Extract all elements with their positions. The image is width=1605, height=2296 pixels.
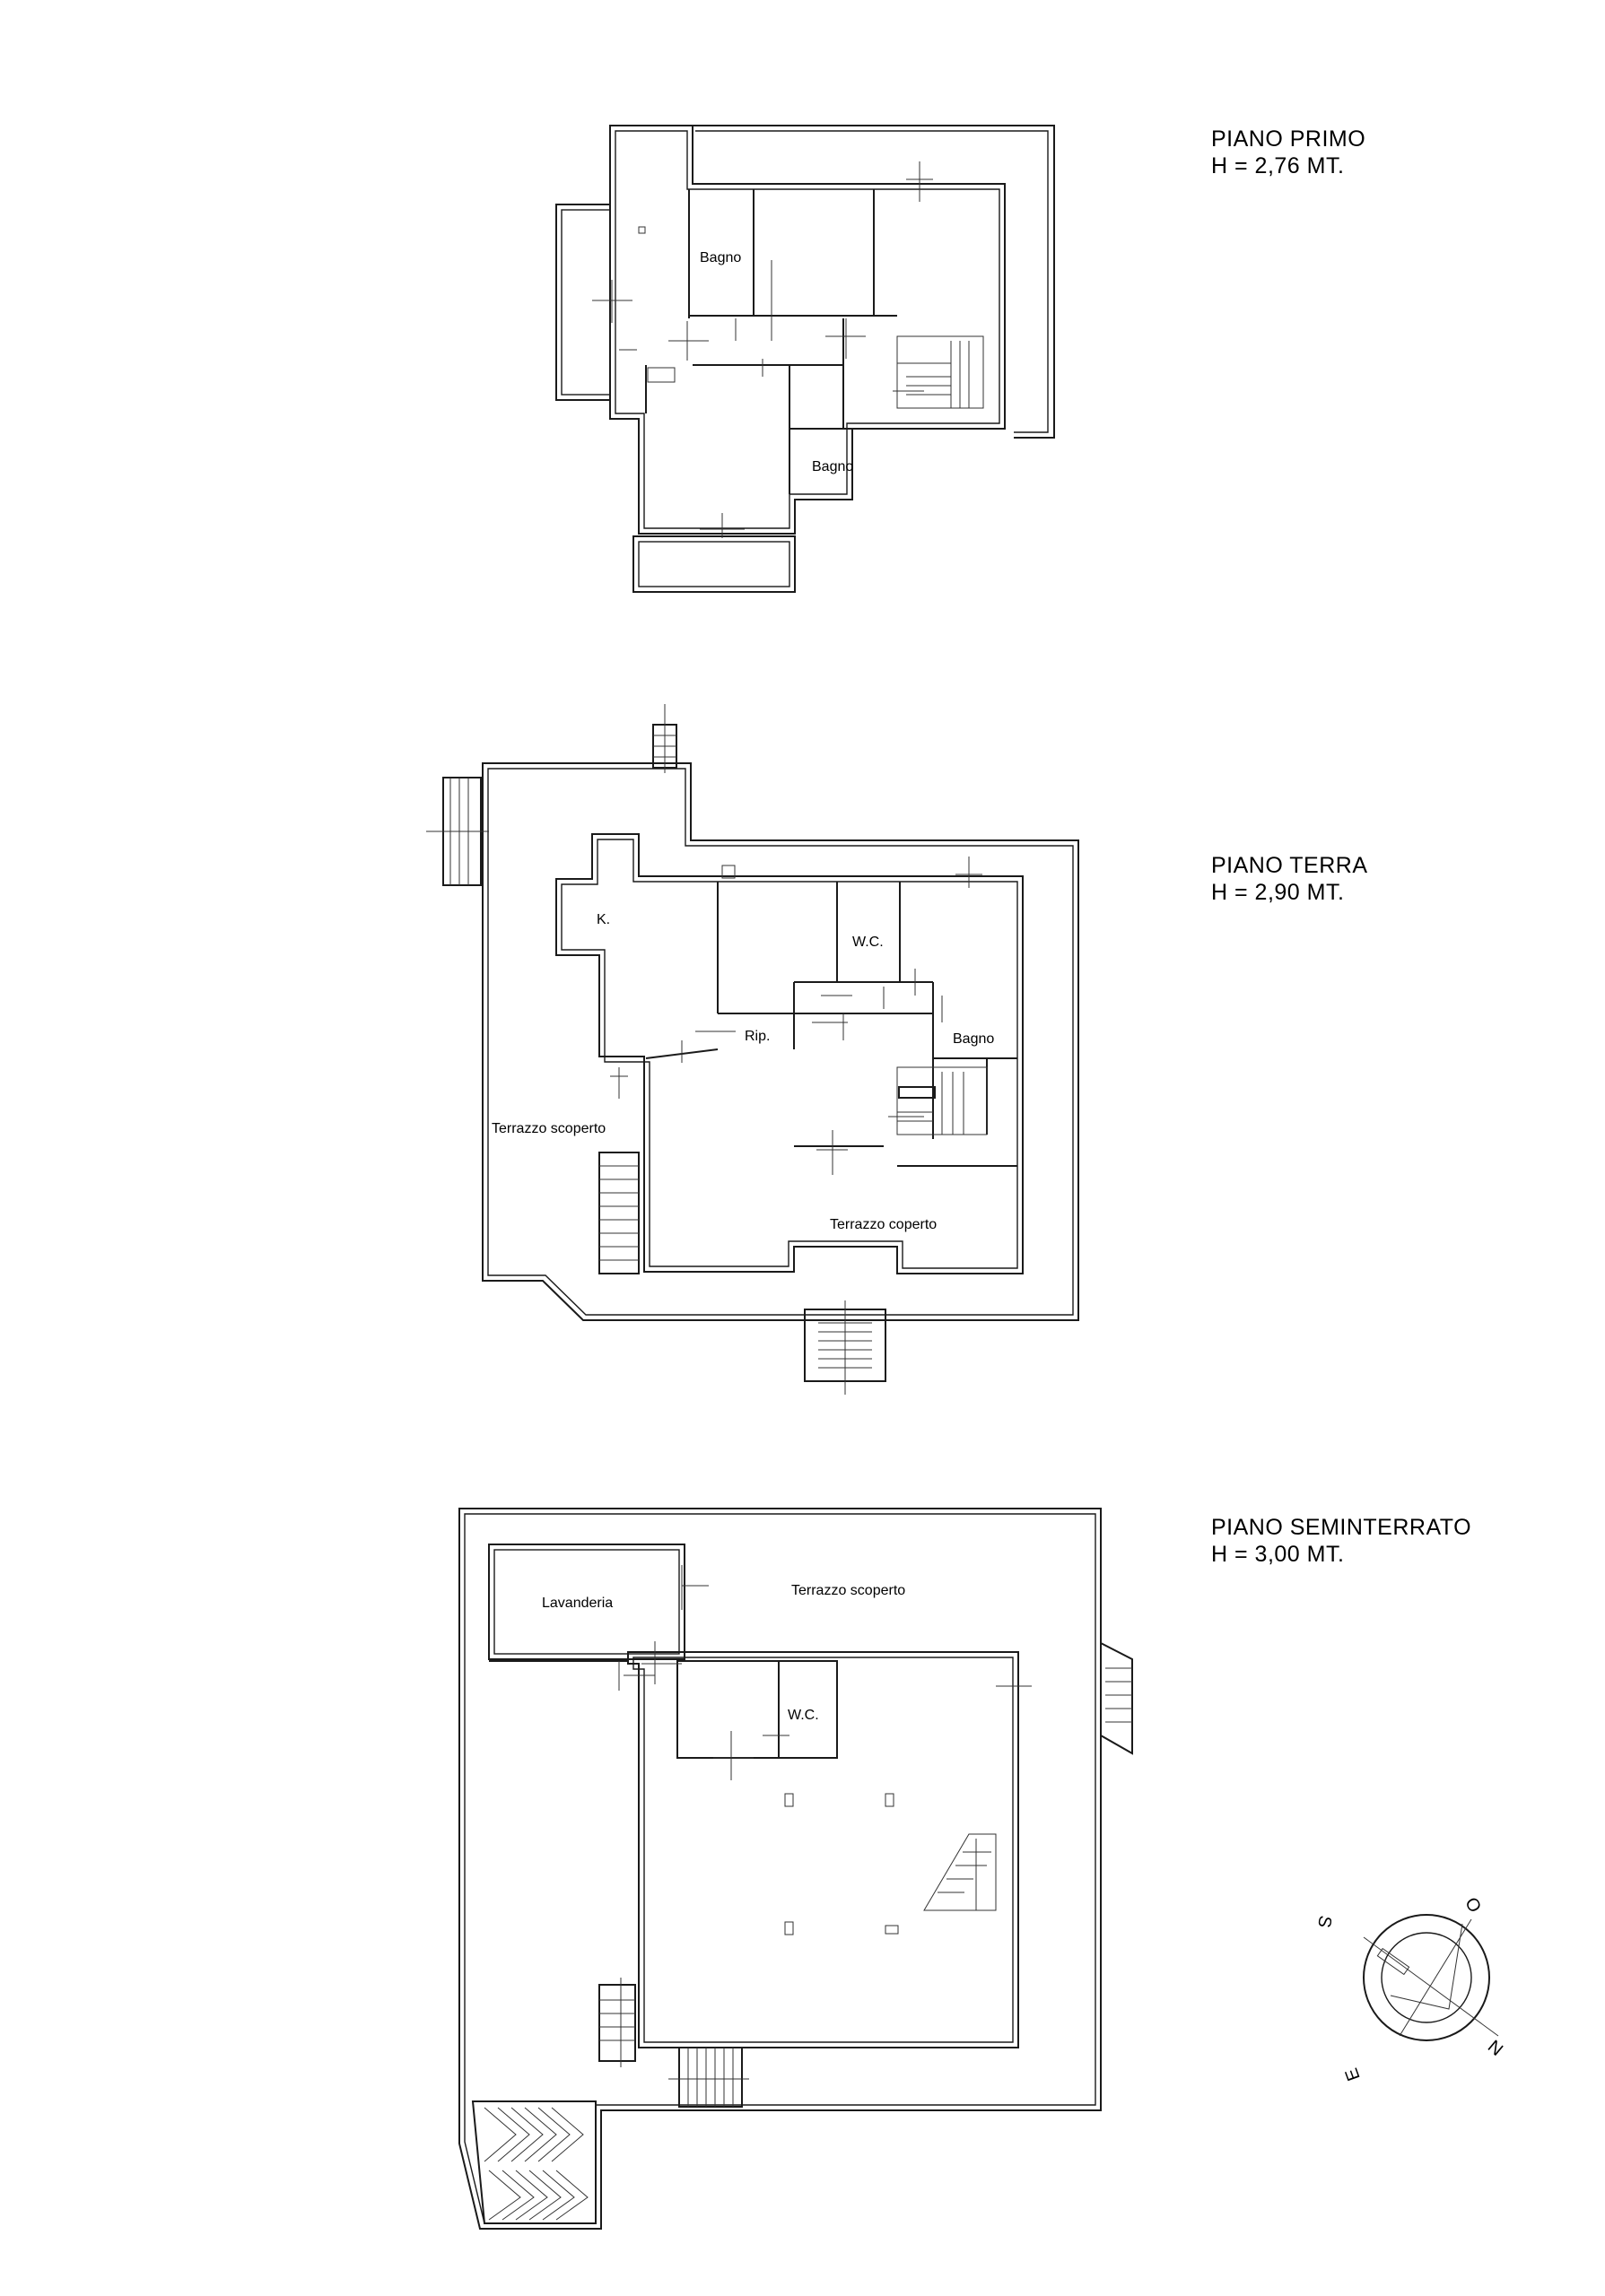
compass-label-n: N: [1484, 2037, 1506, 2060]
room-label: Bagno: [812, 459, 853, 474]
room-label: Bagno: [700, 250, 741, 265]
room-label: Terrazzo scoperto: [791, 1583, 905, 1598]
compass-label-o: O: [1461, 1894, 1485, 1916]
terrace-perimeter-inner: [487, 768, 1074, 1316]
left-balcony-inner: [561, 209, 611, 396]
room-label: Lavanderia: [542, 1596, 613, 1611]
floor-name: PIANO PRIMO: [1211, 126, 1366, 152]
terrace-stair: [598, 1152, 640, 1274]
staircase: [888, 1066, 988, 1135]
compass-rose: S O N E: [1313, 1894, 1506, 2083]
hatched-ramp: [471, 2100, 597, 2224]
bottom-stair-steps: [818, 1300, 872, 1395]
floor-height: H = 2,76 MT.: [1211, 153, 1345, 178]
plan-piano-primo: Bagno Bagno: [555, 125, 1055, 593]
terrace-perimeter-inner: [464, 1513, 1096, 2224]
room-label: Rip.: [745, 1029, 770, 1044]
compass-axis: [1363, 1936, 1499, 2037]
terrace-perimeter: [458, 1508, 1102, 2230]
left-stair: [598, 1978, 636, 2067]
terrace-perimeter: [482, 762, 1079, 1321]
columns: [784, 1793, 899, 1935]
building-outline: [555, 833, 1024, 1274]
floor-title-seminterrato: PIANO SEMINTERRATO H = 3,00 MT.: [1211, 1514, 1471, 1568]
building-outline-inner: [615, 130, 1000, 529]
staircase: [893, 335, 984, 409]
bottom-balcony-inner: [638, 541, 790, 587]
compass-outer-ring: [1363, 1914, 1490, 2041]
terrace-wall-inner: [695, 130, 1049, 433]
fixtures-primo: [592, 161, 933, 538]
staircase: [923, 1833, 997, 1911]
room-label: Terrazzo scoperto: [492, 1121, 606, 1136]
room-label: Terrazzo coperto: [830, 1217, 937, 1232]
bottom-stair: [668, 2047, 749, 2108]
room-label: W.C.: [852, 935, 884, 950]
room-label: W.C.: [788, 1708, 819, 1723]
compass-label-s: S: [1313, 1914, 1335, 1929]
plan-piano-seminterrato: Lavanderia Terrazzo scoperto W.C.: [458, 1508, 1133, 2230]
wc-room: [676, 1660, 838, 1759]
compass-marker: [1376, 1947, 1410, 1976]
compass-label-e: E: [1341, 2066, 1364, 2083]
building-outline: [609, 125, 1006, 535]
plan-piano-terra: K. W.C. Rip. Bagno Terrazzo scoperto Ter…: [426, 704, 1079, 1395]
top-stair-steps: [653, 704, 676, 773]
floor-title-primo: PIANO PRIMO H = 2,76 MT.: [1211, 126, 1365, 179]
floor-name: PIANO SEMINTERRATO: [1211, 1515, 1472, 1540]
fixtures-terra: [610, 857, 982, 1175]
floor-height: H = 3,00 MT.: [1211, 1542, 1345, 1567]
terrace-wall: [693, 125, 1055, 439]
room-label: K.: [597, 912, 610, 927]
compass-axis: [1399, 1918, 1472, 2037]
lavanderia-room-inner: [493, 1549, 680, 1655]
left-balcony: [555, 204, 611, 401]
room-label: Bagno: [953, 1031, 994, 1047]
side-stair-steps: [426, 778, 489, 885]
floor-height: H = 2,90 MT.: [1211, 880, 1345, 905]
building-outline: [627, 1651, 1019, 2048]
building-outline-inner: [561, 839, 1018, 1269]
floor-title-terra: PIANO TERRA H = 2,90 MT.: [1211, 852, 1368, 906]
compass-needle: [1390, 1923, 1463, 2010]
right-stair: [1100, 1641, 1133, 1755]
fixtures-seminterrato: [618, 1565, 1032, 1780]
lavanderia-room: [488, 1544, 685, 1660]
bottom-balcony: [632, 535, 796, 593]
floor-name: PIANO TERRA: [1211, 853, 1368, 878]
building-outline-inner: [632, 1657, 1014, 2043]
compass-inner-ring: [1381, 1932, 1472, 2023]
